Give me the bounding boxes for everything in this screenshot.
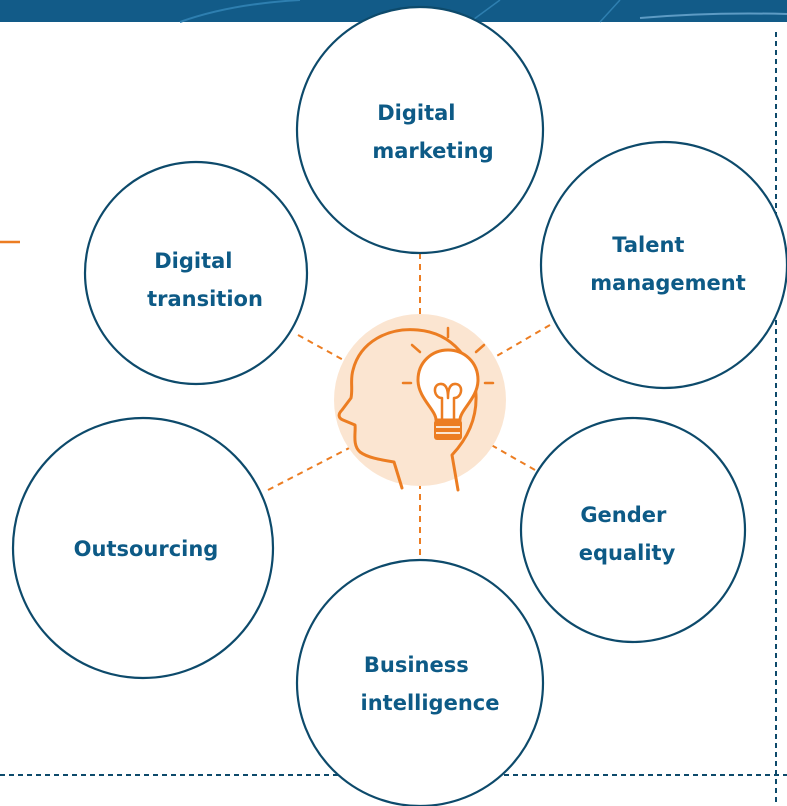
topic-label-gender-equality: Gender equality xyxy=(579,503,676,565)
topic-node-business-intelligence: Business intelligence xyxy=(295,558,545,806)
connector-talent-management xyxy=(494,324,551,358)
head-lightbulb-icon xyxy=(334,314,506,492)
topic-label-digital-marketing: Digital marketing xyxy=(372,101,493,163)
topic-node-talent-management: Talent management xyxy=(539,140,787,390)
topic-label-outsourcing: Outsourcing xyxy=(74,537,219,561)
topic-label-digital-transition: Digital transition xyxy=(147,249,263,311)
topic-label-talent-management: Talent management xyxy=(590,233,746,295)
topic-node-digital-marketing: Digital marketing xyxy=(295,5,545,255)
topic-label-business-intelligence: Business intelligence xyxy=(361,653,500,715)
topic-node-digital-transition: Digital transition xyxy=(83,160,309,386)
connector-outsourcing xyxy=(267,444,356,491)
topic-node-gender-equality: Gender equality xyxy=(519,416,747,644)
dashed-frame xyxy=(0,32,787,806)
topic-node-outsourcing: Outsourcing xyxy=(11,416,275,680)
